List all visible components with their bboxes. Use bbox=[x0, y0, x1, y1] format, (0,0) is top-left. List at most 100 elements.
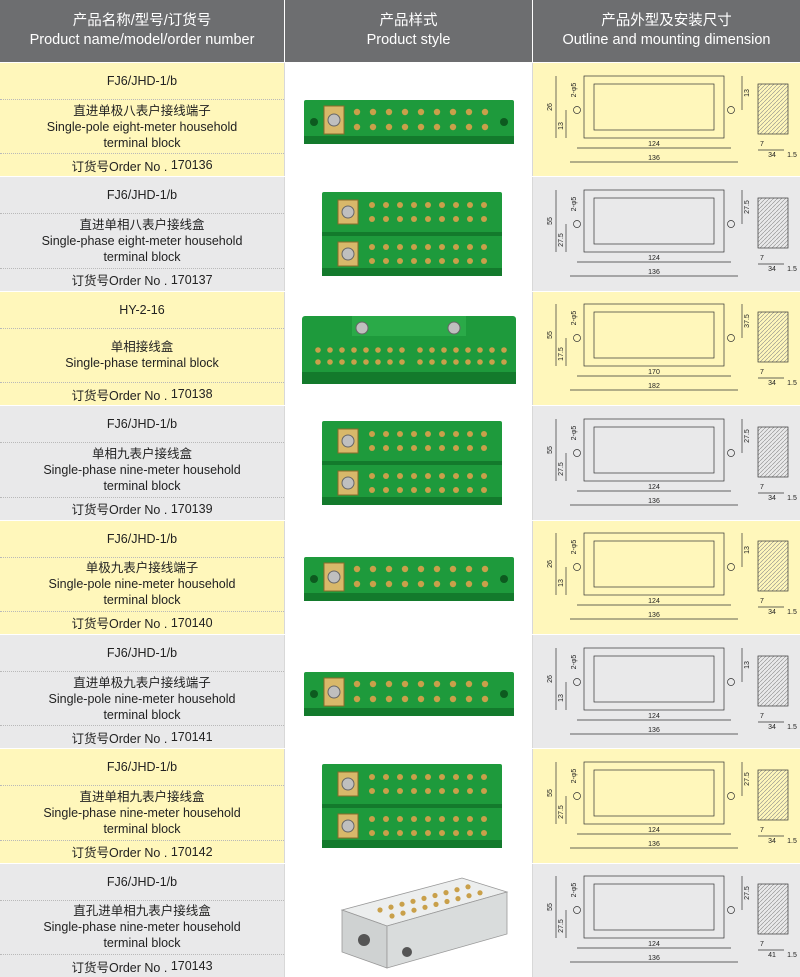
terminal-screw-icon bbox=[449, 566, 456, 573]
terminal-screw-icon bbox=[417, 123, 424, 130]
terminal-screw-icon bbox=[424, 774, 431, 781]
dim-half-height: 27.5 bbox=[558, 805, 565, 819]
terminal-screw-icon bbox=[424, 430, 431, 437]
product-model: FJ6/JHD-1/b bbox=[0, 635, 284, 672]
dim-side-depth: 34 bbox=[768, 380, 776, 387]
terminal-screw-icon bbox=[480, 444, 487, 451]
terminal-screw-icon bbox=[369, 566, 376, 573]
cutout-rect bbox=[593, 197, 714, 245]
order-prefix: 订货号Order No . bbox=[71, 159, 168, 174]
terminal-screw-icon bbox=[362, 347, 369, 354]
terminal-screw-icon bbox=[452, 430, 459, 437]
dim-hole: 2-φ5 bbox=[571, 883, 578, 898]
terminal-screw-icon bbox=[369, 695, 376, 702]
terminal-screw-icon bbox=[353, 680, 360, 687]
dim-side-height: 13 bbox=[744, 661, 751, 669]
terminal-screw-icon bbox=[438, 444, 445, 451]
terminal-screw-icon bbox=[396, 244, 403, 251]
block-base bbox=[303, 593, 514, 602]
product-name-cn: 直孔进单相九表户接线盒 bbox=[73, 904, 211, 919]
mount-hole-icon bbox=[309, 117, 318, 126]
terminal-screw-icon bbox=[465, 680, 472, 687]
product-name-en-line2: terminal block bbox=[103, 936, 181, 951]
terminal-screw-icon bbox=[401, 566, 408, 573]
terminal-screw-icon bbox=[464, 347, 471, 354]
terminal-screw-icon bbox=[410, 258, 417, 265]
terminal-screw-icon bbox=[464, 359, 471, 366]
mount-hole-icon bbox=[726, 792, 735, 800]
terminal-screw-icon bbox=[421, 905, 428, 911]
product-image bbox=[321, 764, 502, 849]
product-image-cell bbox=[285, 749, 533, 863]
order-prefix: 订货号Order No . bbox=[71, 388, 168, 403]
terminal-screw-icon bbox=[410, 830, 417, 837]
terminal-screw-icon bbox=[368, 486, 375, 493]
terminal-screw-icon bbox=[410, 486, 417, 493]
order-number: 订货号Order No . 170137 bbox=[0, 267, 284, 291]
terminal-screw-icon bbox=[396, 444, 403, 451]
terminal-screw-icon bbox=[410, 908, 417, 914]
terminal-screw-icon bbox=[466, 830, 473, 837]
product-image bbox=[303, 99, 514, 144]
terminal-screw-icon bbox=[409, 899, 416, 905]
terminal-screw-icon bbox=[396, 788, 403, 795]
header-product-name-cn: 产品名称/型号/订货号 bbox=[72, 13, 212, 29]
order-value: 170137 bbox=[170, 272, 213, 287]
dim-side-depth: 34 bbox=[768, 266, 776, 273]
terminal-screw-icon bbox=[449, 108, 456, 115]
terminal-screw-icon bbox=[438, 216, 445, 223]
terminal-screw-icon bbox=[368, 216, 375, 223]
dim-side-depth: 34 bbox=[768, 838, 776, 845]
terminal-screw-icon bbox=[424, 216, 431, 223]
terminal-screw-icon bbox=[481, 108, 488, 115]
product-image-cell bbox=[285, 520, 533, 634]
outline-rect bbox=[583, 532, 724, 596]
terminal-screw-icon bbox=[488, 359, 495, 366]
terminal-screw-icon bbox=[353, 123, 360, 130]
dim-hole: 2-φ5 bbox=[571, 769, 578, 784]
terminal-screw-icon bbox=[466, 430, 473, 437]
main-screw-icon bbox=[341, 205, 354, 219]
terminal-screw-icon bbox=[449, 581, 456, 588]
main-screw-icon bbox=[447, 321, 460, 335]
terminal-screw-icon bbox=[481, 581, 488, 588]
terminal-screw-icon bbox=[396, 774, 403, 781]
terminal-screw-icon bbox=[368, 258, 375, 265]
terminal-screw-icon bbox=[452, 244, 459, 251]
terminal-screw-icon bbox=[466, 816, 473, 823]
terminal-screw-icon bbox=[440, 347, 447, 354]
terminal-screw-icon bbox=[438, 472, 445, 479]
outline-rect bbox=[583, 75, 724, 139]
product-name-cn: 直进单极九表户接线端子 bbox=[73, 675, 211, 690]
terminal-screw-icon bbox=[410, 788, 417, 795]
terminal-screw-icon bbox=[452, 816, 459, 823]
cutout-rect bbox=[593, 312, 714, 359]
terminal-screw-icon bbox=[369, 680, 376, 687]
dim-half-height: 17.5 bbox=[558, 348, 565, 362]
terminal-screw-icon bbox=[374, 347, 381, 354]
dim-width-outer: 136 bbox=[648, 841, 660, 848]
terminal-screw-icon bbox=[362, 359, 369, 366]
terminal-screw-icon bbox=[369, 581, 376, 588]
mount-hole-icon bbox=[726, 220, 735, 228]
terminal-screw-icon bbox=[481, 695, 488, 702]
mount-hole-icon bbox=[726, 449, 735, 457]
dim-hole: 2-φ5 bbox=[571, 197, 578, 212]
dim-side-depth: 34 bbox=[768, 724, 776, 731]
dim-side-height: 27.5 bbox=[744, 429, 751, 443]
terminal-screw-icon bbox=[424, 258, 431, 265]
terminal-screw-icon bbox=[449, 680, 456, 687]
terminal-screw-icon bbox=[464, 884, 471, 890]
terminal-screw-icon bbox=[338, 359, 345, 366]
terminal-screw-icon bbox=[368, 444, 375, 451]
terminal-screw-icon bbox=[452, 472, 459, 479]
terminal-screw-icon bbox=[452, 216, 459, 223]
